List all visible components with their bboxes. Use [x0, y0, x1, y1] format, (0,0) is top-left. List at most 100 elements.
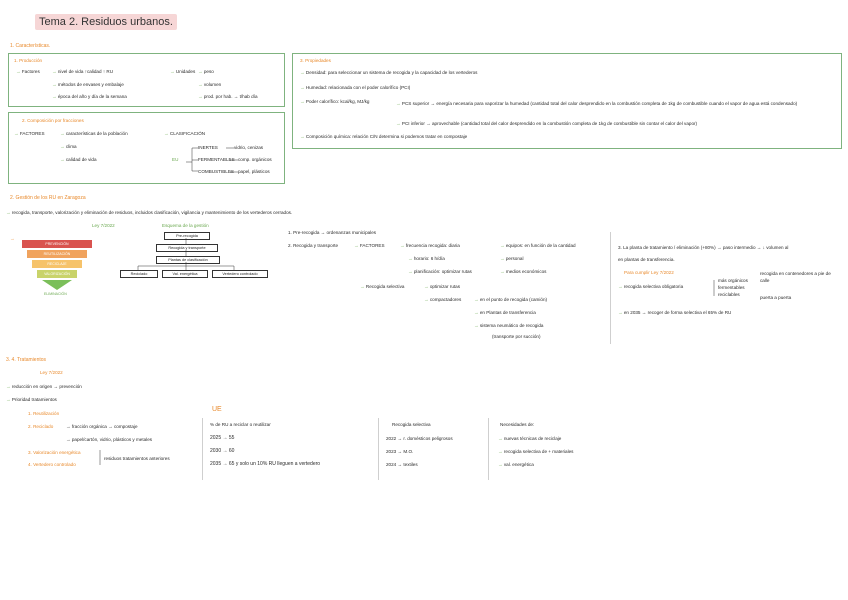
step-1: 1. Pre-recogida → ordenanzas municipales: [288, 230, 377, 235]
esquema-label: Esquema de la gestión: [162, 223, 209, 228]
reciclado-organica: → fracción orgánica → compostaje: [66, 424, 138, 429]
produccion-f1: → nivel de vida ↑calidad ↑ RU: [52, 69, 114, 74]
ue-heading: UE: [212, 406, 222, 413]
contenedores-calle: recogida en contenedores a pie de calle: [760, 271, 831, 283]
produccion-heading: 1. Producción: [14, 58, 43, 63]
tratamiento-reutilizacion: 1. Reutilización: [28, 411, 60, 416]
factor-equipos: → equipos: en función de la cantidad: [500, 243, 576, 248]
propiedad-composicion-quimica: → Composición química: relación C/N dete…: [300, 134, 468, 139]
clas-combustibles: COMBUSTIBLES: [198, 169, 234, 174]
section-3-ley: Ley 7/2022: [40, 370, 63, 375]
pyramid-level-4: VALORIZACIÓN: [37, 270, 77, 278]
tratamiento-vertedero: 4. Vertedero controlado: [28, 462, 76, 467]
reduccion-origen: → reducción en origen → prevención: [6, 384, 82, 389]
propiedad-pci: → PCI inferior → aprovechable (cantidad …: [396, 121, 698, 126]
composicion-f1: → características de la población: [60, 131, 128, 136]
nec-l2: → recogida selectiva de + materiales: [498, 449, 574, 454]
box-produccion: [8, 53, 285, 107]
pyramid-level-2: REUTILIZACIÓN: [27, 250, 87, 258]
clasificacion-label: → CLASIFICACIÓN: [164, 131, 206, 136]
factor-horario: → horario: 6 h/día: [408, 256, 445, 261]
propiedades-heading: 3. Propiedades: [300, 58, 331, 63]
puerta-a-puerta: puerta a puerta: [760, 295, 792, 300]
objetivo-2035: → en 2035 → recoger de forma selectiva e…: [618, 310, 732, 315]
fermentables: fermentables: [718, 285, 745, 290]
ue-l4: 2035 → 65 y solo un 10% RU lleguen a ver…: [210, 461, 321, 467]
produccion-factores: → Factores: [16, 69, 40, 74]
nec-heading: Necesidades de:: [500, 422, 535, 427]
unidades-u3: → prod. por hab. → t/hab día: [198, 94, 258, 99]
step-3-heading-2: en plantas de transferencia.: [618, 257, 675, 262]
factor-medios: → medios económicos: [500, 269, 547, 274]
composicion-f2: → clima: [60, 144, 77, 149]
composicion-heading: 2. Composición por fracciones: [22, 118, 84, 123]
nec-l3: → val. energética: [498, 462, 534, 467]
mas-organicos: más orgánicos: [718, 278, 748, 283]
pyramid-arrow: →: [10, 236, 15, 241]
divider: [610, 232, 611, 344]
produccion-f3: → época del año y día de la semana: [52, 94, 127, 99]
propiedad-pcs: → PCS superior → energía necesaria para …: [396, 101, 798, 106]
optimizar-rutas: → optimizar rutas: [424, 284, 460, 289]
propiedad-humedad: → Humedad: relacionada con el poder calo…: [300, 85, 411, 90]
sel-l1: 2022 → r. domésticos peligrosos: [386, 436, 453, 441]
recogida-obligatoria: → recogida selectiva obligatoria: [618, 284, 684, 289]
flow-recogida: Recogida y transporte: [156, 244, 218, 252]
propiedad-poder-calorifico: → Poder calorífico: kcal/kg, MJ/kg: [300, 99, 370, 104]
nec-divider: [488, 418, 489, 480]
compactadores: → compactadores: [424, 297, 462, 302]
propiedad-densidad: → Densidad: para seleccionar un sistema …: [300, 70, 478, 75]
compactadores-punto: → en el punto de recogida (camión): [474, 297, 548, 302]
box-composicion: [8, 112, 285, 184]
section-3-heading: 3. 4. Tratamientos: [6, 357, 47, 363]
unidades-label: → Unidades: [170, 69, 196, 74]
factor-planificacion: → planificación: optimizar rutas: [408, 269, 472, 274]
ue-l1: % de RU a reciclar o reutilizar: [210, 422, 271, 427]
flow-pre-recogida: Pre-recogida: [164, 232, 210, 240]
unidades-u1: → peso: [198, 69, 214, 74]
tratamiento-val-energetica: 3. Valorización energética: [28, 450, 81, 455]
flow-reciclado: Reciclado: [120, 270, 158, 278]
section-2-subtitle: → recogida, transporte, valorización y e…: [6, 210, 293, 215]
sel-heading: Recogida selectiva: [392, 422, 431, 427]
nec-l1: → nuevas técnicas de reciclaje: [498, 436, 562, 441]
tratamiento-anteriores: residuos tratamientos anteriores: [104, 456, 170, 461]
sistema-neumatico-note: (transporte por succión): [492, 334, 541, 339]
para-cumplir: Para cumplir Ley 7/2022: [624, 270, 674, 275]
pyramid-level-1: PREVENCIÓN: [22, 240, 92, 248]
prioridad-tratamientos: → Prioridad tratamientos: [6, 397, 57, 402]
sel-l2: 2023 → M.O.: [386, 449, 414, 454]
produccion-f2: → métodos de envases y embalaje: [52, 82, 124, 87]
flow-plantas: Plantas de clasificación: [156, 256, 220, 264]
clas-fermentables: FERMENTABLES: [198, 157, 235, 162]
clas-combustibles-value: papel, plásticos: [238, 169, 270, 174]
flow-val-energetica: Val. energética: [162, 270, 208, 278]
ue-l3: 2030 → 60: [210, 448, 235, 454]
factor-personal: → personal: [500, 256, 524, 261]
step-3-heading: 3. La planta de tratamiento / eliminació…: [618, 245, 789, 250]
section-1-heading: 1. Características.: [10, 43, 51, 49]
recogida-selectiva: → Recogida selectiva: [360, 284, 405, 289]
clas-inertes: INERTES: [198, 145, 218, 150]
box-propiedades: [292, 53, 842, 149]
ue-l2: 2025 → 55: [210, 435, 235, 441]
factor-frecuencia: → frecuencia recogida: diaria: [400, 243, 460, 248]
ue-divider: [202, 418, 203, 480]
composicion-f3: → calidad de vida: [60, 157, 97, 162]
pyramid-level-5-label: ELIMINACIÓN: [44, 292, 67, 296]
compactadores-plantas: → en Plantas de transferencia: [474, 310, 536, 315]
tratamiento-reciclado: 2. Reciclado: [28, 424, 54, 429]
flow-vertedero: Vertedero controlado: [212, 270, 268, 278]
page-title: Tema 2. Residuos urbanos.: [35, 14, 177, 30]
composicion-factores: → FACTORES: [14, 131, 45, 136]
sel-l3: 2024 → textiles: [386, 462, 418, 467]
clas-fermentables-value: comp. orgánicos: [238, 157, 272, 162]
pyramid-level-3: RECICLAJE: [32, 260, 82, 268]
composicion-eu: EU: [172, 157, 179, 162]
reciclado-materiales: → papel/cartón, vidrio, plásticos y meta…: [66, 437, 153, 442]
ley-label: Ley 7/2022: [92, 223, 115, 228]
sel-divider: [378, 418, 379, 480]
reciclables: reciclables: [718, 292, 740, 297]
sistema-neumatico: → sistema neumático de recogida: [474, 323, 544, 328]
